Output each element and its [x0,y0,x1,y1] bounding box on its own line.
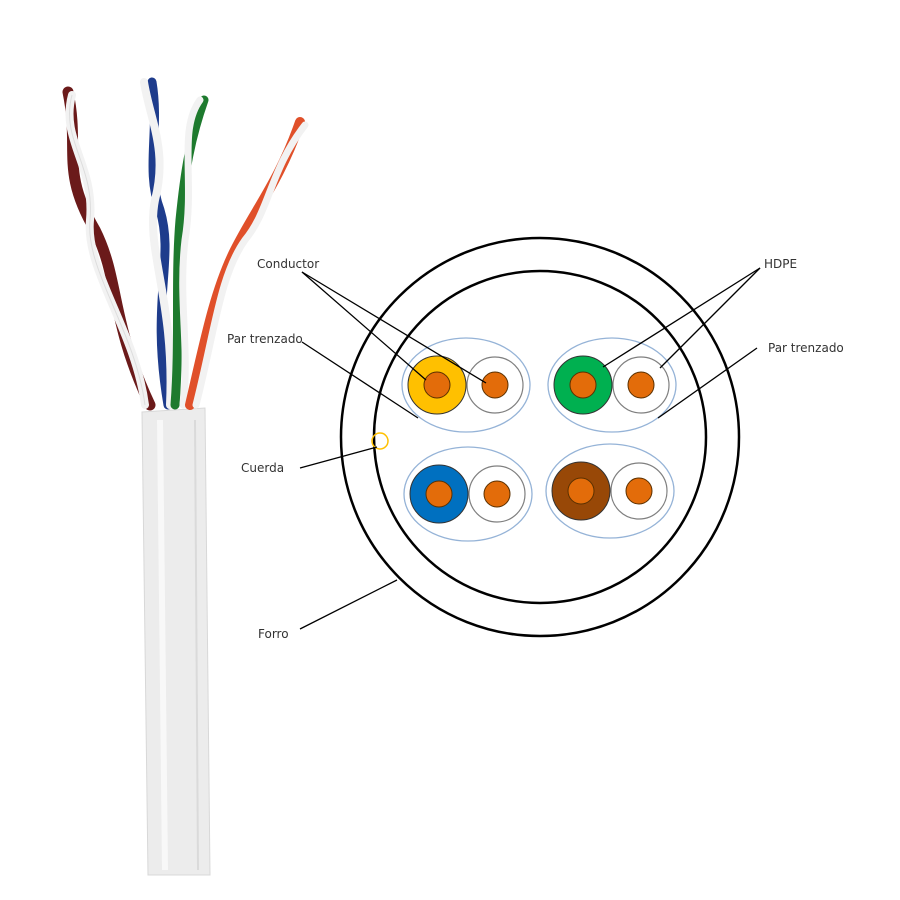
cable-photo [62,77,309,876]
green-pair [547,337,677,433]
rip-cord-circle [371,432,389,450]
outer-jacket-circle [339,236,741,638]
brown-pair-white-conductor [625,477,653,505]
inner-jacket-circle [372,269,708,605]
cable-jacket-photo [141,407,211,876]
twisted-pair-left-label: Par trenzado [227,332,303,346]
orange-pair-colored-conductor [423,371,451,399]
orange-pair-white-conductor [481,371,509,399]
twisted-pair-right-label: Par trenzado [768,341,844,355]
blue-pair-colored-conductor [425,480,453,508]
hdpe-label: HDPE [764,257,797,271]
blue-pair-white-conductor [483,480,511,508]
green-pair-colored-conductor [569,371,597,399]
brown-pair-colored-conductor [567,477,595,505]
green-twisted-pair-photo [170,95,209,410]
brown-pair [545,443,675,539]
brown-pair-outline [545,443,675,539]
blue-pair-outline [403,446,533,542]
blue-twisted-pair-photo [140,77,175,410]
orange-pair [401,337,531,433]
orange-pair-outline [401,337,531,433]
orange-twisted-pair-photo [185,117,309,410]
leader-lines [299,267,761,630]
conductor-label: Conductor [257,257,319,271]
rip-cord-label: Cuerda [241,461,284,475]
jacket-label: Forro [258,627,289,641]
green-pair-white-conductor [627,371,655,399]
cable-cross-section: Conductor Par trenzado Cuerda Forro HDPE… [227,236,844,641]
green-pair-outline [547,337,677,433]
brown-twisted-pair-photo [62,86,156,411]
blue-pair [403,446,533,542]
